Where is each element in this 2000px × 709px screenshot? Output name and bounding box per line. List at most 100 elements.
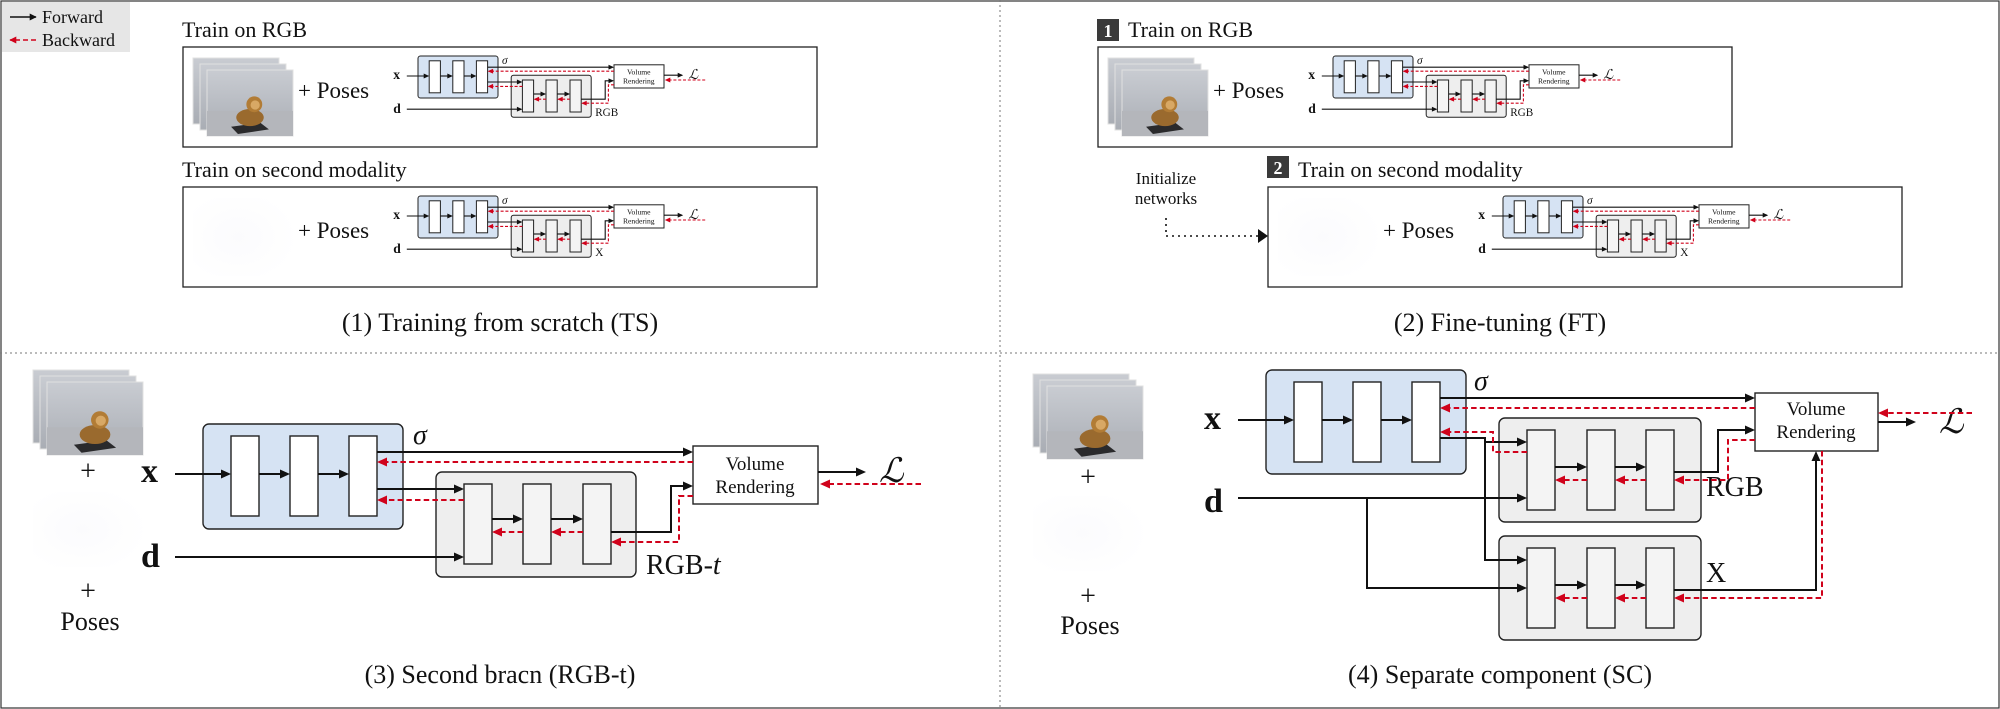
sc-input-d-label: d [1204,483,1223,520]
sigma-label: σ [1587,195,1593,207]
density-fwd-1-head [447,213,453,219]
sc-render-to-loss-head [1906,417,1916,427]
d-input-arrow [1601,246,1608,252]
photo-pedestal [1146,122,1184,135]
color-back-2-head [1618,236,1625,242]
sc-sigma-to-render-head [1745,393,1755,403]
color-output-label: X [595,247,603,259]
render-to-color-back [614,495,693,543]
input-d-label: d [1308,101,1316,116]
lion-face [1095,419,1106,430]
render-to-sigma-back-head [487,208,494,214]
render-to-sigma-back-head [377,457,387,467]
legend-backward-label: Backward [42,30,115,50]
ts-caption: (1) Training from scratch (TS) [342,308,658,337]
volume-rendering-line: Volume [1712,207,1736,216]
sb-poses-label: Poses [60,607,119,636]
color-back-2-head [533,236,540,242]
density-fwd-1-head [280,469,290,479]
color-fwd-2-head [1479,91,1485,97]
sigma-to-render-fwd-head [1523,64,1529,70]
volume-rendering-line: Volume [627,207,651,216]
loss-back-head [664,217,671,223]
sc-d-to-x [1366,498,1524,589]
lion-body [236,108,264,127]
ft-step2-number: 2 [1274,158,1283,178]
sb-plus-2: + [80,576,96,607]
sc-x-layer-3 [1645,547,1675,629]
sc-d-to-x-head [1517,583,1527,593]
fog-fill [1278,198,1378,276]
color-back-1-head [557,96,563,102]
volume-rendering-line: Rendering [715,477,795,498]
color-layer-3 [582,483,612,565]
label-line: Initialize [1136,169,1196,188]
input-x-label: x [141,453,158,490]
sc-caption: (4) Separate component (SC) [1348,660,1652,689]
ft-bottom-poses-label: + Poses [1383,218,1454,243]
sc-x-fwd-1-head [1577,580,1587,590]
sc-density-layer-3 [1411,381,1441,463]
color-layer-3 [569,79,582,113]
density-layer-2 [1367,60,1380,94]
sc-loss-label: ℒ [1939,404,1965,441]
color-fwd-1-head [1455,91,1461,97]
color-to-density-back-head [487,223,494,229]
density-fwd-2-head [1555,213,1562,219]
input-d-label: d [393,241,401,256]
sc-loss-back-head [1878,408,1888,418]
render-to-color-back-head [581,100,587,106]
loss-back-head [1749,217,1756,223]
density-to-color-fwd-head [454,484,464,494]
color-layer-3 [569,219,582,253]
volume-rendering-box [613,204,665,229]
x-input-arrow [221,469,231,479]
color-back-1-head [551,527,561,537]
sc-poses-label: Poses [1060,611,1119,640]
d-input-arrow [516,106,523,112]
sc-input-x-label: x [1204,400,1221,437]
sc-rgb-to-render-head [1745,425,1755,435]
ft-step1-badge [1097,19,1119,41]
label-line: networks [1135,189,1197,208]
volume-rendering-box [1698,204,1750,229]
color-back-2-head [533,96,540,102]
sc-rgb-layer-3 [1645,429,1675,511]
volume-rendering-line: Volume [726,454,785,475]
color-to-density-back-head [1572,223,1579,229]
density-fwd-2-head [1385,73,1392,79]
loss-back-head [664,77,671,83]
color-to-render-fwd-head [683,481,693,491]
sc-rgb-output-label: RGB [1706,472,1764,503]
sc-density-to-x-head [1517,555,1527,565]
color-fwd-1-head [540,91,546,97]
density-layer-2 [452,60,465,94]
density-layer-3 [1390,60,1404,94]
sb-caption-text: (3) Second bracn (RGB-t) [365,660,636,689]
sigma-label: σ [502,55,508,67]
color-output-label: X [1680,247,1688,259]
volume-rendering-line: Rendering [1538,77,1570,86]
ts-bottom-modality-image [193,198,293,276]
sc-render-to-rgb-back [1677,439,1755,481]
photo-pedestal [1073,444,1117,457]
volume-rendering-box [1528,64,1580,89]
sb-caption: (3) Second bracn (RGB-t) [365,660,636,689]
color-output-label: RGB [595,107,618,119]
color-fwd-2-head [564,231,570,237]
sigma-to-render-fwd-head [1693,204,1699,210]
render-to-loss-fwd-head [1592,72,1599,78]
sc-density-to-rgb-head [1517,437,1527,447]
sc-volume-rendering-line: Rendering [1776,422,1856,443]
volume-rendering-line: Rendering [1708,217,1740,226]
density-layer-3 [348,435,378,517]
sc-rgb-layer-2 [1586,429,1616,511]
color-fwd-2-head [1649,231,1655,237]
